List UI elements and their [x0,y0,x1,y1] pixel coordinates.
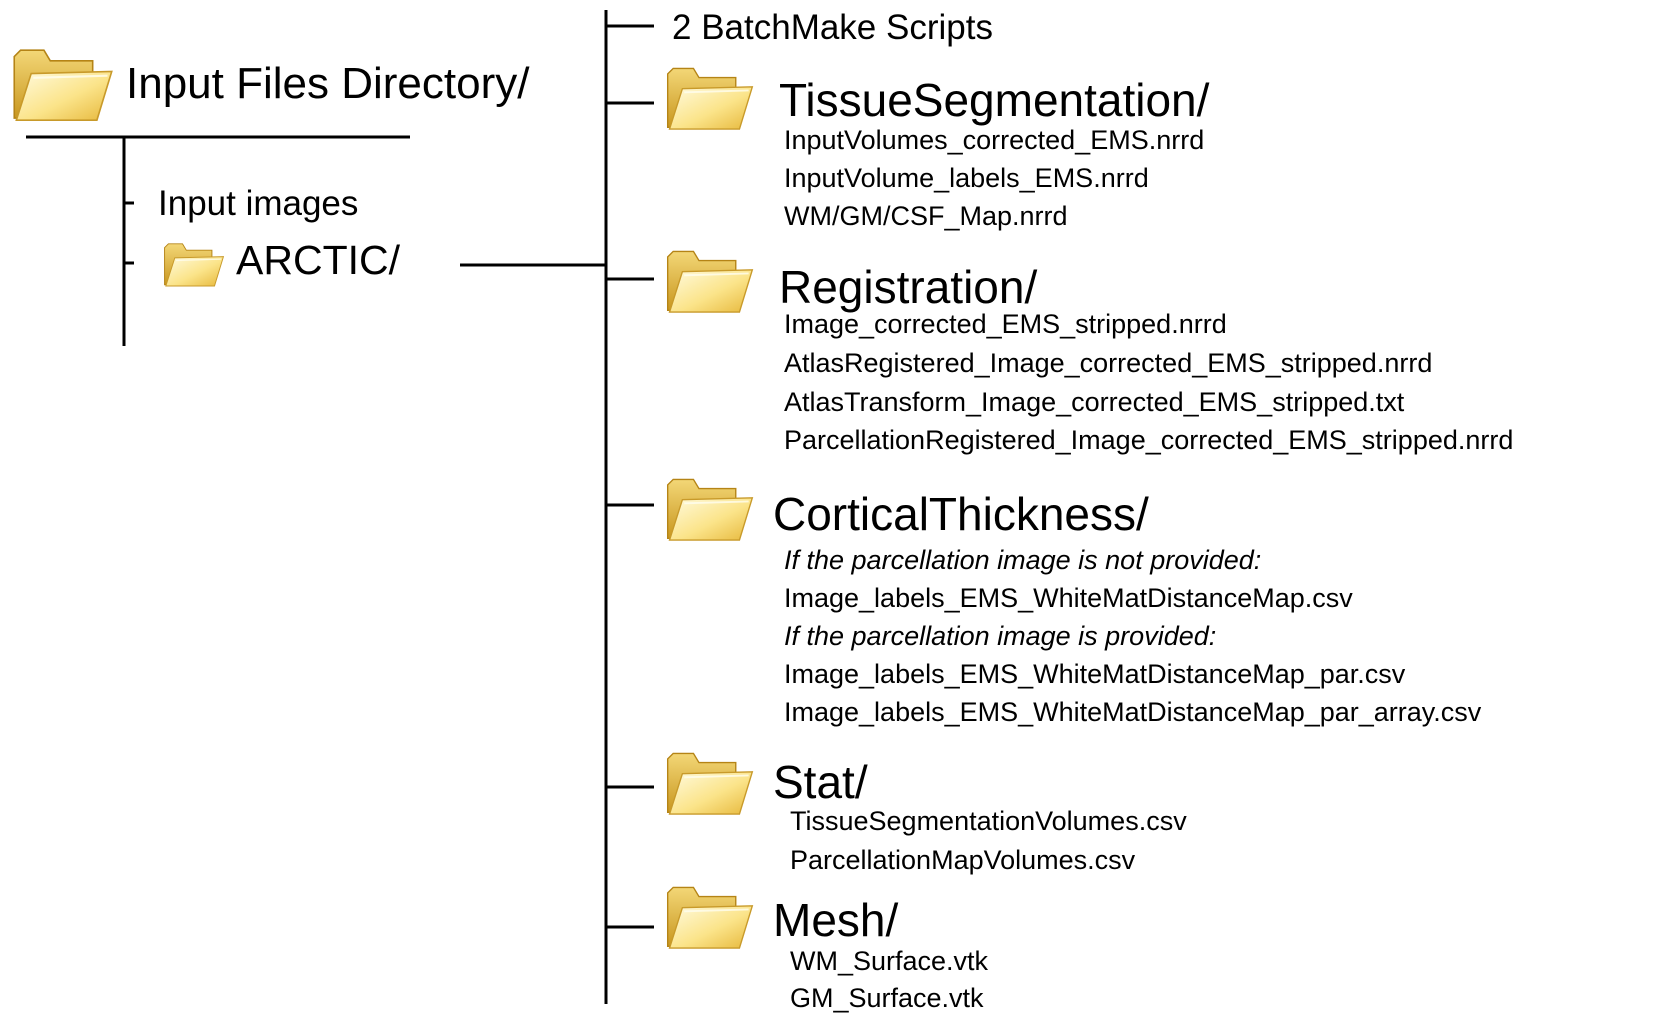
list-item: ParcellationRegistered_Image_corrected_E… [784,425,1514,455]
folder-icon [664,57,756,135]
folder-icon [664,240,756,318]
root-directory-title: Input Files Directory/ [126,59,530,108]
input-images-label: Input images [158,184,359,223]
list-item: If the parcellation image is provided: [784,621,1217,651]
list-item: AtlasTransform_Image_corrected_EMS_strip… [784,387,1405,417]
list-item: ParcellationMapVolumes.csv [790,845,1136,875]
batchmake-scripts-label: 2 BatchMake Scripts [672,8,993,47]
list-item: Image_labels_EMS_WhiteMatDistanceMap.csv [784,583,1353,613]
folder-mesh: Mesh/ [773,894,899,946]
folder-icon [664,876,756,954]
list-item: WM/GM/CSF_Map.nrrd [784,201,1068,231]
folder-tissuesegmentation: TissueSegmentation/ [779,74,1210,126]
list-item: If the parcellation image is not provide… [784,545,1262,575]
stat-file-list: TissueSegmentationVolumes.csv Parcellati… [790,808,1187,885]
corticalthickness-file-list: If the parcellation image is not provide… [784,547,1481,737]
folder-stat: Stat/ [773,756,868,808]
folder-icon [664,468,756,546]
list-item: WM_Surface.vtk [790,946,989,976]
registration-file-list: Image_corrected_EMS_stripped.nrrd AtlasR… [784,311,1513,465]
list-item: TissueSegmentationVolumes.csv [790,806,1187,836]
list-item: Image_labels_EMS_WhiteMatDistanceMap_par… [784,659,1406,689]
list-item: InputVolume_labels_EMS.nrrd [784,163,1149,193]
folder-icon [10,37,116,127]
folder-registration: Registration/ [779,261,1038,313]
mesh-file-list: WM_Surface.vtk GM_Surface.vtk [790,948,988,1015]
list-item: AtlasRegistered_Image_corrected_EMS_stri… [784,348,1433,378]
list-item: InputVolumes_corrected_EMS.nrrd [784,125,1205,155]
tissuesegmentation-file-list: InputVolumes_corrected_EMS.nrrd InputVol… [784,127,1204,241]
list-item: Image_corrected_EMS_stripped.nrrd [784,309,1227,339]
list-item: Image_labels_EMS_WhiteMatDistanceMap_par… [784,697,1482,727]
arctic-folder-label: ARCTIC/ [236,237,400,283]
folder-corticalthickness: CorticalThickness/ [773,488,1149,540]
folder-icon [664,742,756,820]
folder-icon [162,237,226,289]
list-item: GM_Surface.vtk [790,983,984,1013]
